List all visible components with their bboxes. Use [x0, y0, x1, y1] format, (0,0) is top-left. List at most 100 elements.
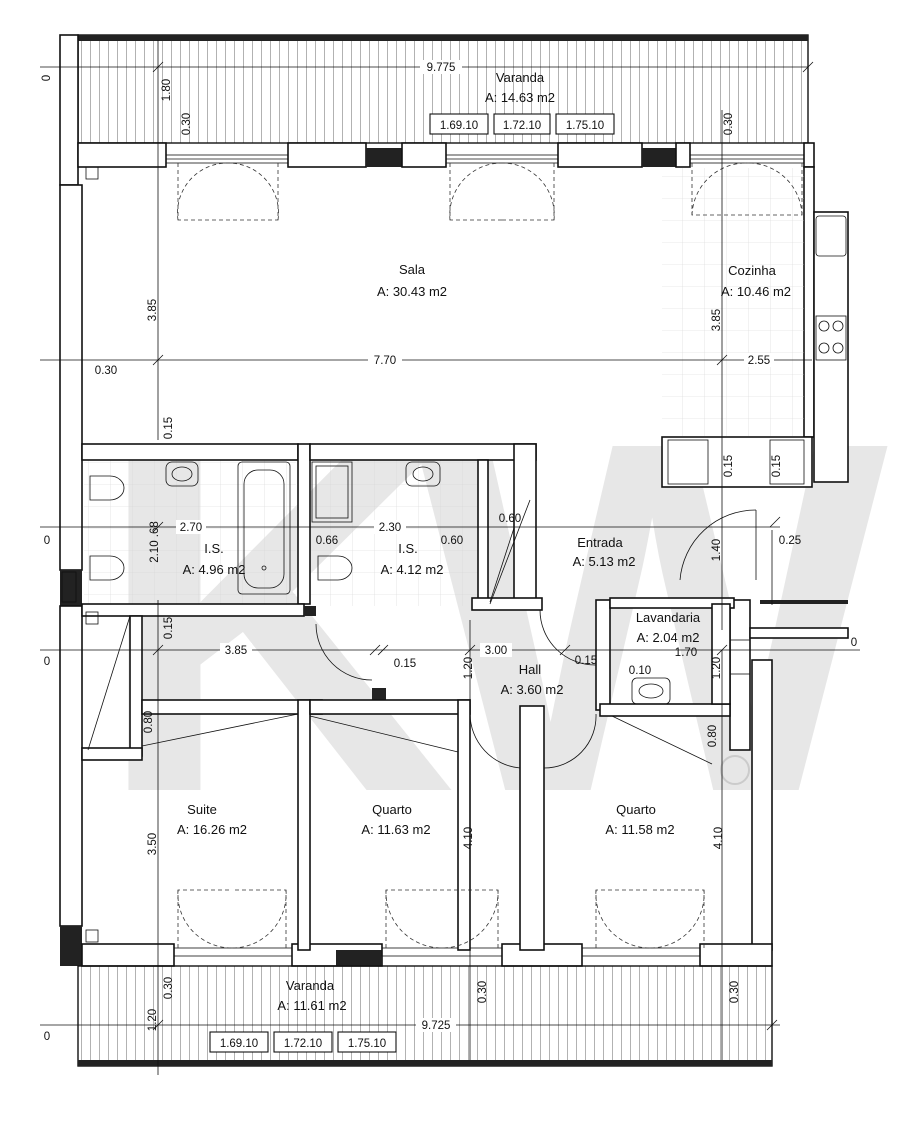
level-marker-top: 0: [41, 75, 53, 81]
sink-icon: [165, 461, 199, 487]
level-marker-c: 0: [851, 637, 857, 649]
dim-080-b: 0.80: [707, 725, 719, 747]
appliance-icon: [769, 439, 805, 485]
dim-top-depth: 1.80: [161, 79, 173, 101]
dimension-texts-vertical: 0 1.80 0.30 0.30 3.85 3.85 0.15 2.10 .68…: [41, 75, 783, 1031]
room-area-varanda-top: A: 14.63 m2: [485, 90, 555, 105]
level-badge: [337, 1031, 397, 1053]
cooktop-icon: [815, 315, 847, 361]
room-area-varanda-bottom: A: 11.61 m2: [277, 998, 346, 1013]
dim-top-wall-left: 0.30: [181, 113, 193, 135]
dim-left-wall: 0.30: [95, 365, 117, 377]
room-area-hall: A: 3.60 m2: [501, 682, 564, 697]
room-name-cozinha: Cozinha: [728, 263, 776, 278]
dim-lav-height: 1.20: [711, 657, 723, 679]
dim-sala-width: 7.70: [374, 355, 396, 367]
level-badge: [209, 1031, 269, 1053]
dim-top-width: 9.775: [427, 62, 456, 74]
dim-060-b: 0.60: [499, 513, 521, 525]
room-area-entrada: A: 5.13 m2: [573, 554, 636, 569]
kitchen-tiles: [662, 168, 804, 436]
dim-lav-width: 1.70: [675, 647, 697, 659]
level-badge: [555, 113, 615, 135]
dim-bottom-wall-c: 0.30: [729, 981, 741, 1003]
room-name-is-right: I.S.: [398, 541, 418, 556]
room-name-suite: Suite: [187, 802, 217, 817]
dim-entrada-height: 1.40: [711, 539, 723, 561]
kitchen-sink-icon: [815, 215, 847, 257]
dim-sala-height: 3.85: [147, 299, 159, 321]
laundry-sink-icon: [631, 677, 671, 705]
dim-bottom-wall-b: 0.30: [477, 981, 489, 1003]
dim-025: 0.25: [779, 535, 801, 547]
dim-quarto-mid-height: 4.10: [463, 827, 475, 849]
dim-hall-height: 1.20: [463, 657, 475, 679]
dim-cozinha-height: 3.85: [711, 309, 723, 331]
balcony-bottom: [77, 965, 773, 1067]
dim-066: 0.66: [316, 535, 338, 547]
room-area-suite: A: 16.26 m2: [177, 822, 247, 837]
level-badges-top: 1.69.10 1.72.10 1.75.10: [429, 113, 615, 135]
registered-mark-icon: [720, 755, 750, 785]
room-name-quarto-mid: Quarto: [372, 802, 412, 817]
room-area-quarto-mid: A: 11.63 m2: [361, 822, 430, 837]
level-badge: [493, 113, 551, 135]
room-name-hall: Hall: [519, 662, 542, 677]
toilet-icon: [89, 475, 125, 501]
dim-cozinha-wall-b: 0.15: [771, 455, 783, 477]
columns: [61, 166, 99, 943]
level-marker-b: 0: [44, 656, 50, 668]
level-badge: [273, 1031, 333, 1053]
room-area-is-right: A: 4.12 m2: [381, 562, 444, 577]
dim-is-left-height: 2.10 .68: [149, 521, 161, 563]
dim-wall-015-a: 0.15: [163, 417, 175, 439]
room-area-lavandaria: A: 2.04 m2: [637, 630, 700, 645]
interior-walls: [81, 443, 735, 951]
level-marker-d: 0: [44, 1031, 50, 1043]
wall-left-top: [59, 34, 79, 186]
dim-top-wall-right: 0.30: [723, 113, 735, 135]
room-labels: Varanda A: 14.63 m2 Sala A: 30.43 m2 Coz…: [177, 70, 791, 1013]
dim-lav: 0.10: [629, 665, 651, 677]
washer-icon: [729, 639, 751, 675]
level-badge-text: 1.72.10: [503, 120, 541, 132]
doors: [87, 162, 803, 949]
level-badge-text: 1.72.10: [284, 1038, 322, 1050]
dim-060-a: 0.60: [441, 535, 463, 547]
dim-suite-height: 3.50: [147, 833, 159, 855]
dim-080-a: 0.80: [143, 711, 155, 733]
level-badge-text: 1.69.10: [220, 1038, 258, 1050]
room-name-entrada: Entrada: [577, 535, 623, 550]
sink-icon: [405, 461, 441, 487]
dimension-lines: [40, 40, 860, 1075]
bathtub-icon: [237, 461, 291, 595]
fridge-icon: [667, 439, 709, 485]
room-name-varanda-top: Varanda: [496, 70, 545, 85]
room-area-sala: A: 30.43 m2: [377, 284, 447, 299]
dim-015-d: 0.15: [575, 655, 597, 667]
dim-wall-015-b: 0.15: [163, 617, 175, 639]
windows-bottom: [173, 947, 701, 957]
windows-top: [165, 154, 805, 164]
dim-bottom-wall-a: 0.30: [163, 977, 175, 999]
level-marker-a: 0: [44, 535, 50, 547]
room-name-quarto-right: Quarto: [616, 802, 656, 817]
fixtures: [89, 215, 847, 705]
dim-is-right-width: 2.30: [379, 522, 401, 534]
room-name-lavandaria: Lavandaria: [636, 610, 701, 625]
dim-cozinha-width: 2.55: [748, 355, 770, 367]
room-name-is-left: I.S.: [204, 541, 224, 556]
dim-is-left-width: 2.70: [180, 522, 202, 534]
level-badge-text: 1.69.10: [440, 120, 478, 132]
level-badges-bottom: 1.69.10 1.72.10 1.75.10: [209, 1031, 397, 1053]
level-badge: [429, 113, 489, 135]
room-name-varanda-bottom: Varanda: [286, 978, 335, 993]
dimension-texts: 9.775 7.70 2.55 0.30 2.70 2.30 0.66 0.60…: [44, 60, 857, 1043]
toilet-icon: [317, 555, 353, 581]
room-name-sala: Sala: [399, 262, 426, 277]
dim-quarto-right-height: 4.10: [713, 827, 725, 849]
dim-cozinha-wall-a: 0.15: [723, 455, 735, 477]
bidet-icon: [89, 555, 125, 581]
dim-hall-width: 3.00: [485, 645, 507, 657]
shower-icon: [311, 461, 353, 523]
